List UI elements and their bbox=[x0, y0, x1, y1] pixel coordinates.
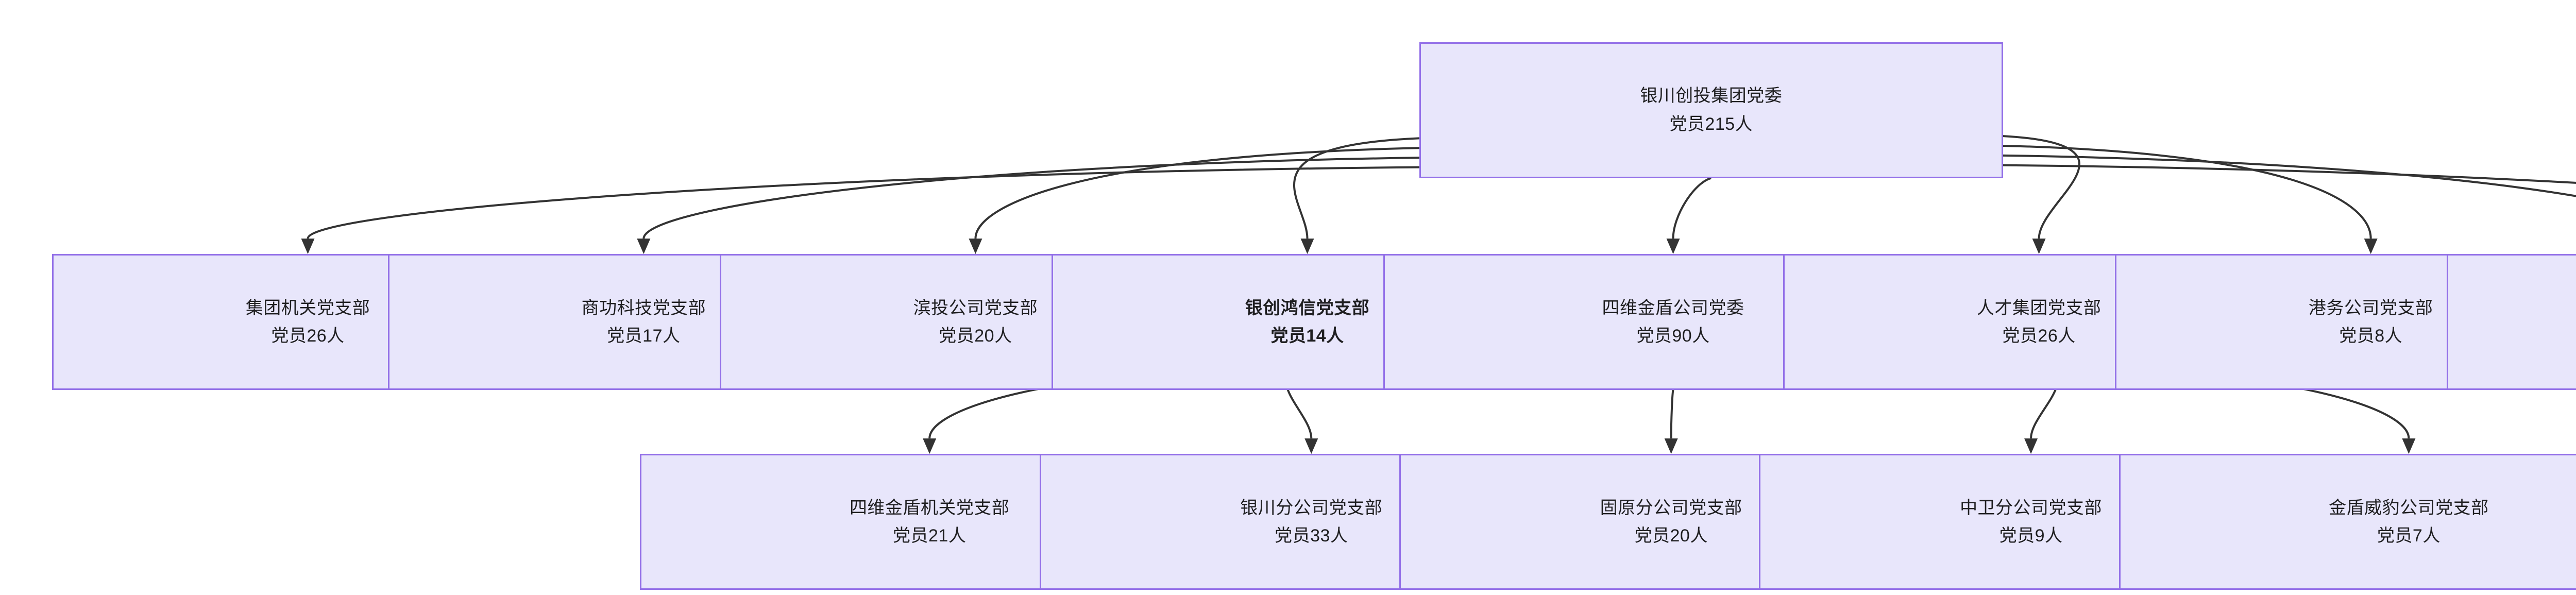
edge-arrowhead-n7 bbox=[2364, 239, 2378, 254]
org-node-name: 四维金盾机关党支部 bbox=[849, 498, 1010, 518]
edge-arrowhead-c4 bbox=[2024, 438, 2038, 454]
org-node-name: 金盾威豹公司党支部 bbox=[2329, 498, 2489, 518]
edge-arrowhead-n2 bbox=[637, 239, 651, 254]
org-node-members: 党员17人 bbox=[607, 326, 681, 346]
org-node-name: 集团机关党支部 bbox=[245, 298, 370, 318]
edge-arrowhead-c2 bbox=[1304, 438, 1318, 454]
org-node-name: 银川创投集团党委 bbox=[1640, 86, 1783, 106]
edge-arrowhead-n4 bbox=[1300, 239, 1314, 254]
edge-arrowhead-n6 bbox=[2032, 239, 2046, 254]
org-node-name: 银创鸿信党支部 bbox=[1245, 298, 1370, 318]
edge-root-to-n9 bbox=[2003, 164, 2576, 184]
org-node-members: 党员21人 bbox=[893, 526, 967, 546]
org-node-members: 党员33人 bbox=[1275, 526, 1348, 546]
org-node-members: 党员215人 bbox=[1669, 114, 1753, 134]
org-node-name: 银川分公司党支部 bbox=[1240, 498, 1383, 518]
edge-arrowhead-n5 bbox=[1666, 239, 1680, 254]
edge-arrowhead-n3 bbox=[969, 239, 982, 254]
edge-arrowhead-c1 bbox=[923, 438, 937, 454]
edge-n5-to-c3 bbox=[1670, 389, 1674, 439]
org-node-name: 港务公司党支部 bbox=[2308, 298, 2433, 318]
edge-root-to-n2 bbox=[642, 157, 1419, 239]
org-node-members: 党员26人 bbox=[2002, 326, 2076, 346]
org-node-name: 人才集团党支部 bbox=[1976, 298, 2102, 318]
org-node-root[interactable]: 银川创投集团党委党员215人 bbox=[1419, 42, 2003, 178]
org-node-name: 滨投公司党支部 bbox=[913, 298, 1038, 318]
edge-root-to-n4 bbox=[1293, 137, 1419, 239]
org-node-name: 商功科技党支部 bbox=[581, 298, 706, 318]
org-node-c5[interactable]: 金盾威豹公司党支部党员7人 bbox=[2119, 454, 2576, 590]
edge-root-to-n7 bbox=[2003, 144, 2372, 239]
org-node-members: 党员26人 bbox=[271, 326, 345, 346]
org-node-members: 党员20人 bbox=[1634, 526, 1708, 546]
org-node-members: 党员20人 bbox=[939, 326, 1012, 346]
edge-arrowhead-c5 bbox=[2402, 438, 2416, 454]
edge-arrowhead-n1 bbox=[301, 239, 315, 254]
edge-root-to-n6 bbox=[2003, 135, 2081, 239]
edge-root-to-n8 bbox=[2003, 154, 2576, 197]
org-node-members: 党员7人 bbox=[2377, 526, 2441, 546]
org-node-members: 党员9人 bbox=[1999, 526, 2063, 546]
org-node-members: 党员14人 bbox=[1270, 326, 1344, 346]
edge-arrowhead-c3 bbox=[1664, 438, 1678, 454]
org-node-name: 四维金盾公司党委 bbox=[1602, 298, 1744, 318]
org-node-name: 中卫分公司党支部 bbox=[1960, 498, 2103, 518]
org-node-n8[interactable]: 人资公司党支部党员5人 bbox=[2447, 254, 2576, 390]
org-node-members: 党员90人 bbox=[1636, 326, 1710, 346]
org-node-name: 固原分公司党支部 bbox=[1600, 498, 1742, 518]
edge-root-to-n1 bbox=[307, 166, 1419, 239]
edge-root-to-n5 bbox=[1672, 177, 1711, 239]
org-node-members: 党员8人 bbox=[2339, 326, 2403, 346]
edge-root-to-n3 bbox=[974, 147, 1419, 239]
